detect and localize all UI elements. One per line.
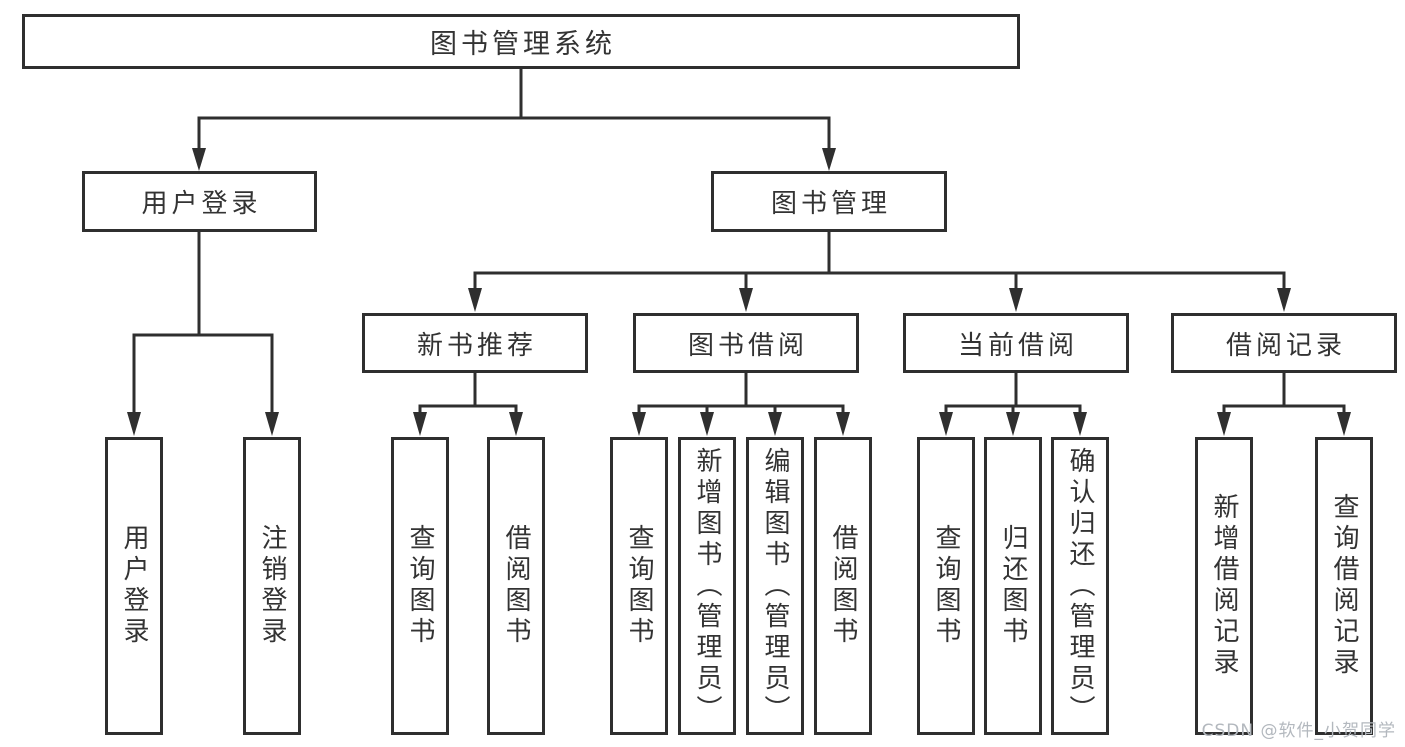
node-label: 新书推荐 [416,330,537,361]
node-label: 图书管理系统 [430,29,616,60]
node-label: 用户登录 [141,189,262,219]
leaf-label: 借阅图书 [828,524,858,648]
node-label: 借阅记录 [1225,330,1346,361]
leaf-label: 新增借阅记录 [1209,493,1239,679]
leaf-current-confirm-return-admin: 确认归还（管理员） [1051,437,1109,735]
leaf-label: 归还图书 [998,524,1028,648]
leaf-current-return-books: 归还图书 [984,437,1042,735]
leaf-user-login: 用户登录 [105,437,163,735]
leaf-recommend-borrow-books: 借阅图书 [487,437,545,735]
leaf-records-query-record: 查询借阅记录 [1315,437,1373,735]
connector-new-book-to-leaves [413,371,523,436]
leaf-current-query-books: 查询图书 [917,437,975,735]
leaf-borrow-query-books: 查询图书 [610,437,668,735]
leaf-borrow-add-books-admin: 新增图书（管理员） [678,437,736,735]
node-new-book-recommend: 新书推荐 [362,313,588,373]
leaf-label: 查询图书 [624,524,654,648]
leaf-label: 编辑图书（管理员） [760,446,790,726]
leaf-borrow-borrow-books: 借阅图书 [814,437,872,735]
leaf-label: 新增图书（管理员） [692,446,722,726]
leaf-recommend-query-books: 查询图书 [391,437,449,735]
leaf-label: 查询借阅记录 [1329,493,1359,679]
connector-current-borrow-to-leaves [939,371,1087,436]
connector-borrow-records-to-leaves [1217,371,1351,436]
connector-book-borrow-to-leaves [632,371,850,436]
leaf-records-add-record: 新增借阅记录 [1195,437,1253,735]
node-book-borrow: 图书借阅 [633,313,859,373]
node-book-management: 图书管理 [711,171,947,232]
node-library-management-system: 图书管理系统 [22,14,1020,69]
connector-root-to-level2 [192,66,836,171]
node-label: 当前借阅 [957,330,1078,361]
csdn-watermark: CSDN @软件_小贺同学 [1201,721,1396,741]
connector-book-mgmt-to-level3 [468,230,1291,312]
leaf-label: 确认归还（管理员） [1065,446,1095,726]
leaf-label: 借阅图书 [501,524,531,648]
node-borrow-records: 借阅记录 [1171,313,1397,373]
leaf-label: 用户登录 [119,524,149,648]
leaf-logout-login: 注销登录 [243,437,301,735]
connector-user-login-to-leaves [127,230,279,436]
leaf-borrow-edit-books-admin: 编辑图书（管理员） [746,437,804,735]
node-label: 图书借阅 [687,330,808,361]
node-user-login: 用户登录 [82,171,317,232]
leaf-label: 注销登录 [257,524,287,648]
leaf-label: 查询图书 [931,524,961,648]
node-current-borrow: 当前借阅 [903,313,1129,373]
leaf-label: 查询图书 [405,524,435,648]
node-label: 图书管理 [770,189,891,219]
